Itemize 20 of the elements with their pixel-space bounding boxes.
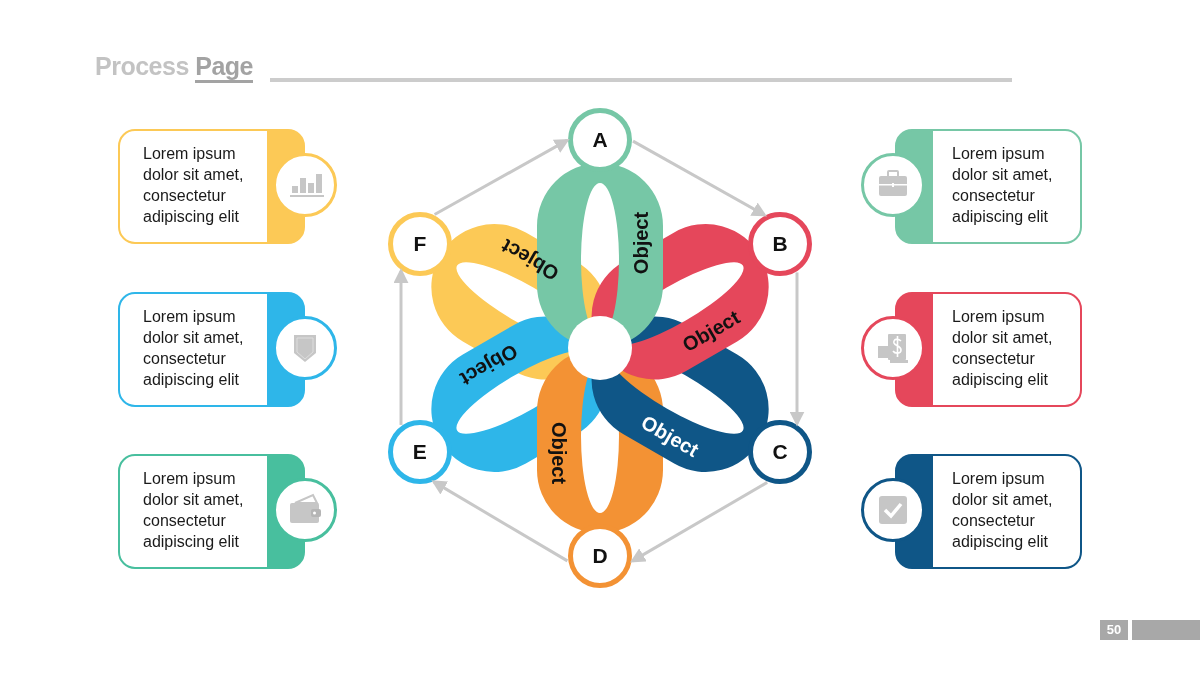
- step-circle: E: [387, 420, 452, 484]
- card-text: Lorem ipsum dolor sit amet, consectetur adipiscing elit: [143, 307, 245, 390]
- loop-label: Object: [548, 421, 570, 485]
- card-text: Lorem ipsum dolor sit amet, consectetur adipiscing elit: [952, 469, 1054, 552]
- arrow: [431, 480, 569, 563]
- step-circle: F: [387, 212, 452, 276]
- page-title: Process Page: [95, 52, 253, 81]
- page-number: 50: [1100, 620, 1128, 640]
- step-circle: B: [748, 212, 813, 276]
- loop-label: Object: [630, 211, 652, 275]
- card-text: Lorem ipsum dolor sit amet, consectetur adipiscing elit: [143, 469, 245, 552]
- step-circle: C: [748, 420, 813, 484]
- arrow: [630, 481, 768, 563]
- card-text: Lorem ipsum dolor sit amet, consectetur adipiscing elit: [952, 307, 1054, 390]
- arrow: [433, 138, 570, 216]
- card-text: Lorem ipsum dolor sit amet, consectetur adipiscing elit: [143, 144, 245, 227]
- arrow: [789, 272, 805, 427]
- card-text: Lorem ipsum dolor sit amet, consectetur adipiscing elit: [952, 144, 1054, 227]
- arrow: [393, 268, 409, 425]
- arrow: [632, 139, 767, 217]
